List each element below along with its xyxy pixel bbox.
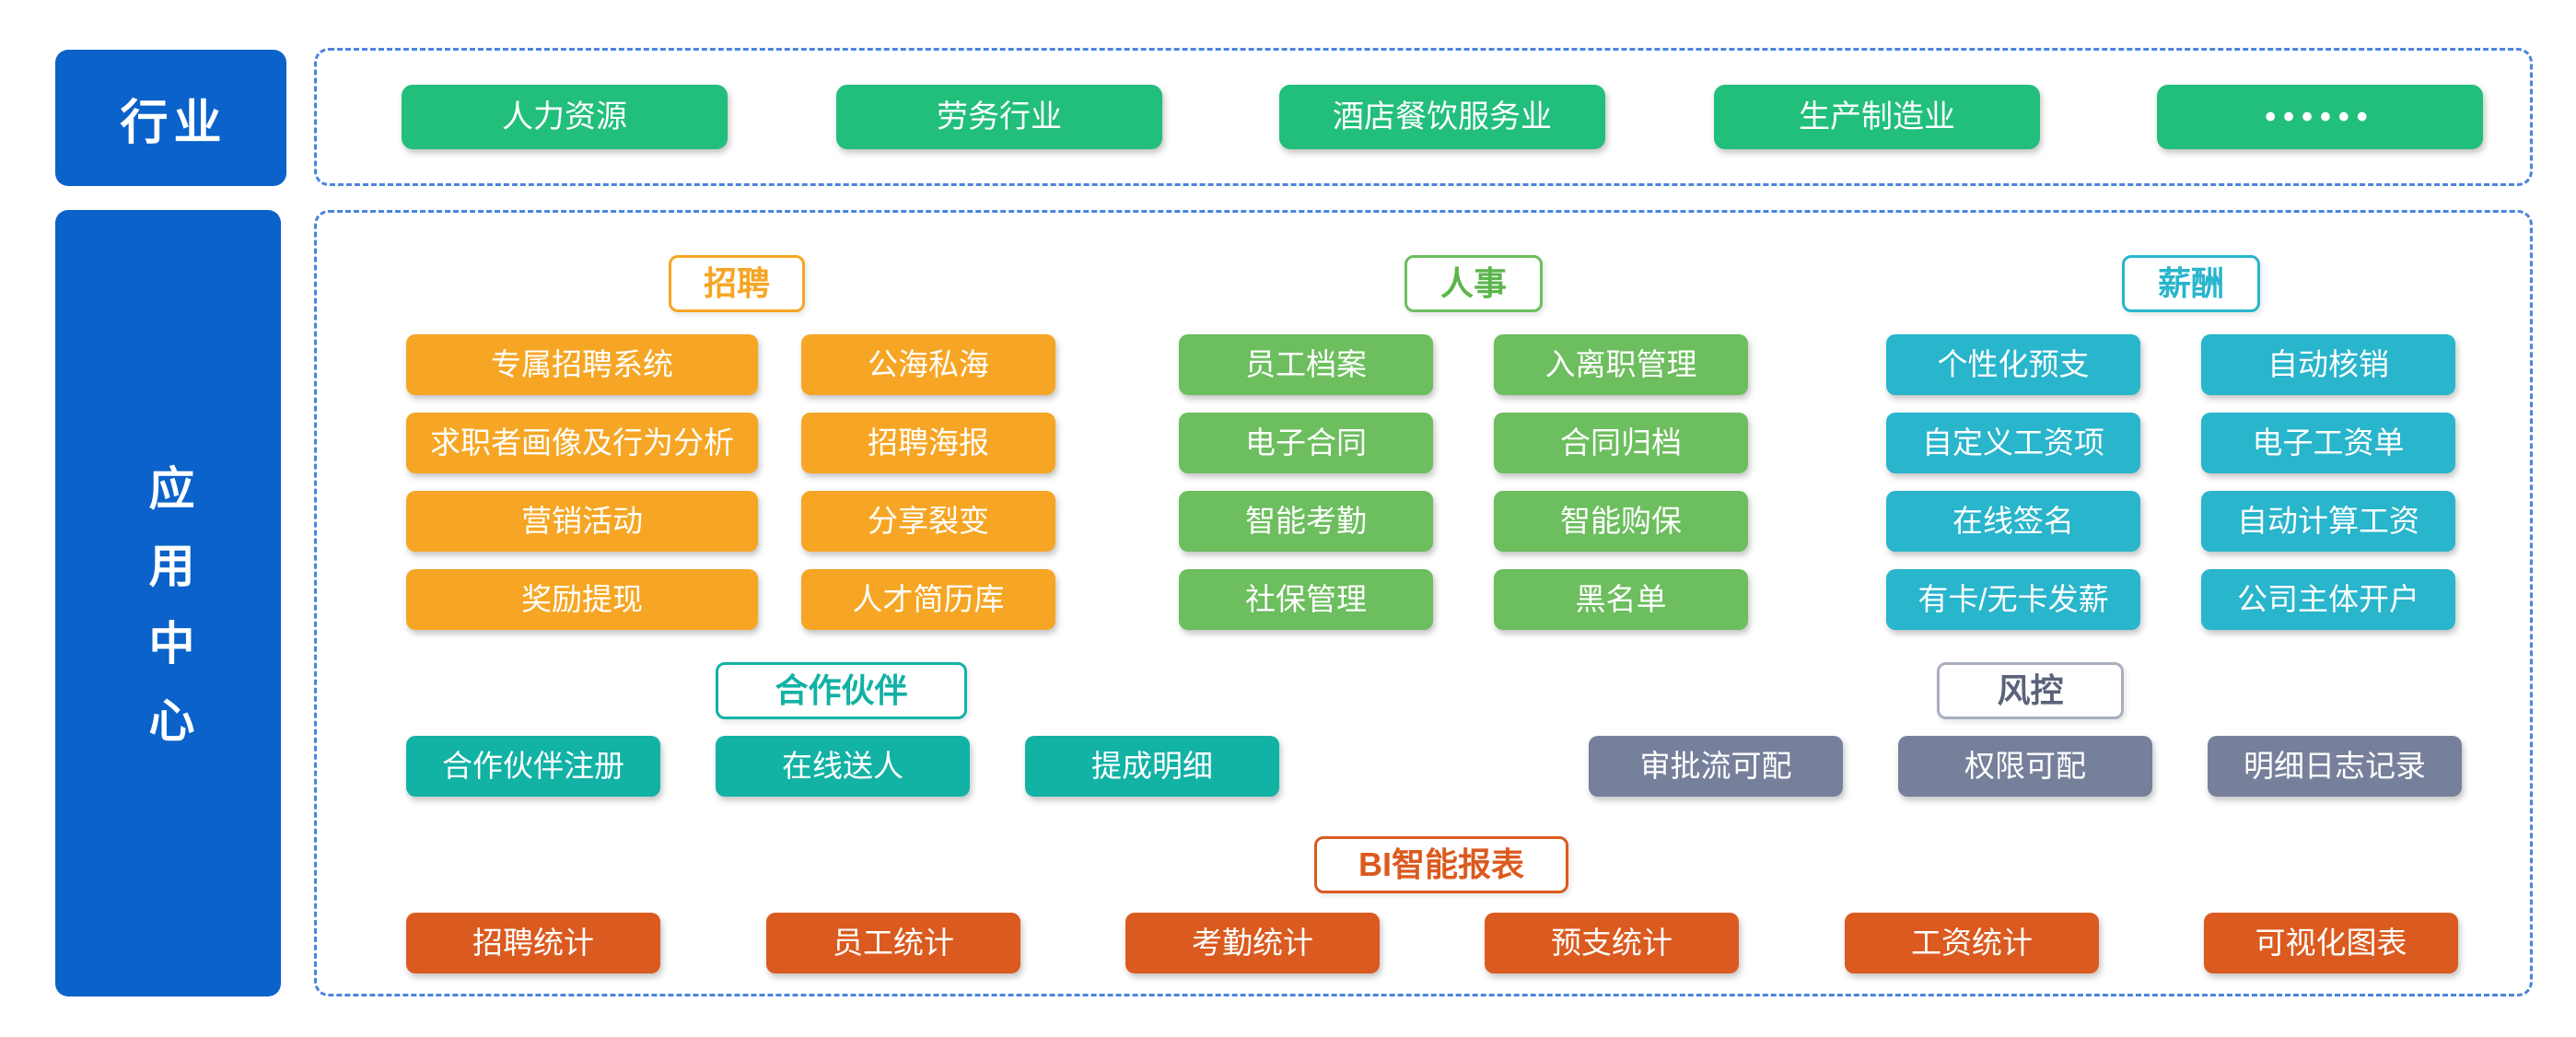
recruit-chip: 招聘海报 bbox=[801, 413, 1055, 473]
salary-chip: 自定义工资项 bbox=[1886, 413, 2140, 473]
recruit-chip: 专属招聘系统 bbox=[406, 334, 758, 395]
recruit-chip: 求职者画像及行为分析 bbox=[406, 413, 758, 473]
hr-chip: 员工档案 bbox=[1179, 334, 1433, 395]
hr-chip: 合同归档 bbox=[1494, 413, 1748, 473]
salary-chip: 自动计算工资 bbox=[2201, 491, 2455, 552]
industry-chip: 酒店餐饮服务业 bbox=[1279, 85, 1605, 149]
bi-chip: 工资统计 bbox=[1845, 913, 2099, 973]
recruit-chip: 营销活动 bbox=[406, 491, 758, 552]
section-label-bi: BI智能报表 bbox=[1314, 836, 1568, 893]
section-label-partner: 合作伙伴 bbox=[716, 662, 967, 719]
partner-chip: 合作伙伴注册 bbox=[406, 736, 660, 797]
bi-chip: 预支统计 bbox=[1485, 913, 1739, 973]
industry-chip: 劳务行业 bbox=[836, 85, 1162, 149]
section-label-risk: 风控 bbox=[1937, 662, 2124, 719]
risk-chip: 权限可配 bbox=[1898, 736, 2152, 797]
salary-chip: 电子工资单 bbox=[2201, 413, 2455, 473]
bi-chip: 员工统计 bbox=[766, 913, 1020, 973]
industry-panel-label: 行业 bbox=[120, 96, 227, 150]
app-center-panel-label: 应用中心 bbox=[142, 464, 194, 774]
partner-chip: 提成明细 bbox=[1025, 736, 1279, 797]
risk-chip: 审批流可配 bbox=[1589, 736, 1843, 797]
industry-chip: 生产制造业 bbox=[1714, 85, 2040, 149]
hr-chip: 智能购保 bbox=[1494, 491, 1748, 552]
partner-chip: 在线送人 bbox=[716, 736, 970, 797]
hr-chip: 黑名单 bbox=[1494, 569, 1748, 630]
hr-chip: 社保管理 bbox=[1179, 569, 1433, 630]
salary-chip: 公司主体开户 bbox=[2201, 569, 2455, 630]
hr-chip: 电子合同 bbox=[1179, 413, 1433, 473]
section-label-salary: 薪酬 bbox=[2122, 255, 2260, 312]
bi-chip: 可视化图表 bbox=[2204, 913, 2458, 973]
industry-chip-more: •••••• bbox=[2157, 85, 2483, 149]
hr-chip: 入离职管理 bbox=[1494, 334, 1748, 395]
recruit-chip: 奖励提现 bbox=[406, 569, 758, 630]
section-label-recruit: 招聘 bbox=[669, 255, 805, 312]
industry-chip: 人力资源 bbox=[402, 85, 728, 149]
bi-chip: 招聘统计 bbox=[406, 913, 660, 973]
recruit-chip: 分享裂变 bbox=[801, 491, 1055, 552]
salary-chip: 有卡/无卡发薪 bbox=[1886, 569, 2140, 630]
salary-chip: 自动核销 bbox=[2201, 334, 2455, 395]
bi-chip: 考勤统计 bbox=[1125, 913, 1380, 973]
risk-chip: 明细日志记录 bbox=[2208, 736, 2462, 797]
recruit-chip: 公海私海 bbox=[801, 334, 1055, 395]
industry-panel-title: 行业 bbox=[55, 50, 286, 186]
section-label-hr: 人事 bbox=[1405, 255, 1543, 312]
recruit-chip: 人才简历库 bbox=[801, 569, 1055, 630]
hr-chip: 智能考勤 bbox=[1179, 491, 1433, 552]
app-center-panel-title: 应用中心 bbox=[55, 210, 281, 996]
salary-chip: 个性化预支 bbox=[1886, 334, 2140, 395]
salary-chip: 在线签名 bbox=[1886, 491, 2140, 552]
